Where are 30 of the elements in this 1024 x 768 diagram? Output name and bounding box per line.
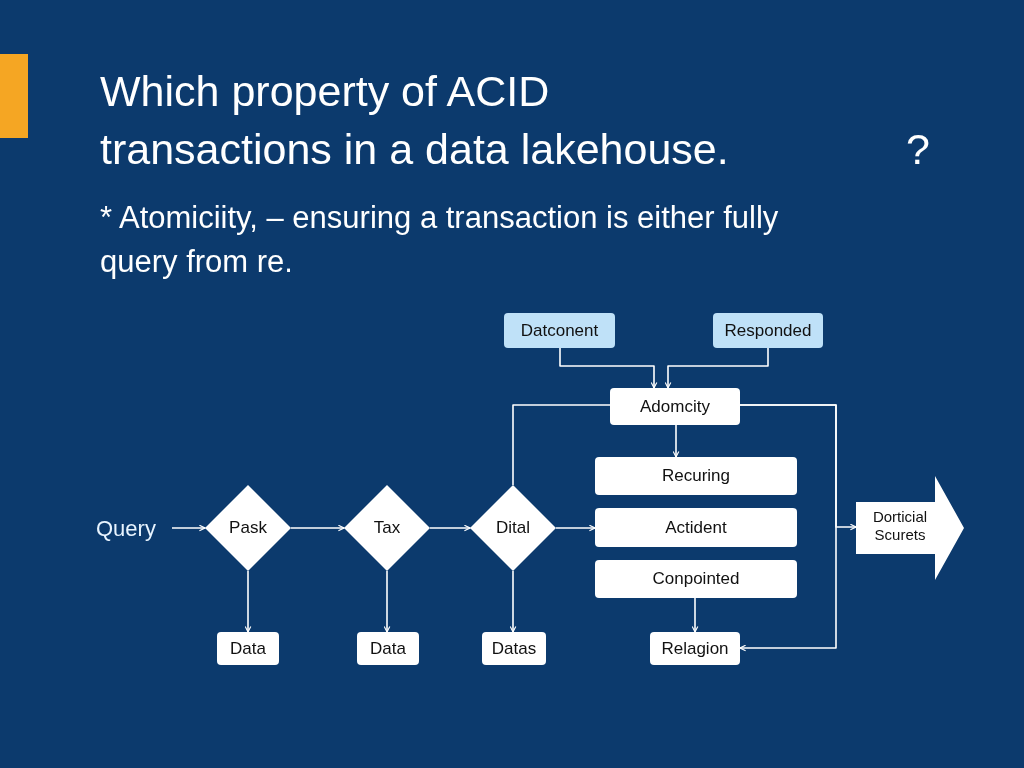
arrow [664, 347, 769, 389]
input-box: Responded [713, 313, 823, 348]
arrow [739, 404, 837, 652]
input-box: Datconent [504, 313, 615, 348]
process-box: Data [357, 632, 419, 665]
arrow [429, 524, 471, 532]
arrow [555, 524, 596, 532]
node-label: Query [96, 510, 172, 546]
process-box: Relagion [650, 632, 740, 665]
arrow [691, 597, 699, 633]
decision-diamond: Pask [205, 485, 291, 571]
process-box: Datas [482, 632, 546, 665]
arrow [672, 424, 680, 458]
process-box: Actident [595, 508, 797, 547]
arrow-shape: Dorticial Scurets [856, 476, 964, 580]
arrow [171, 524, 206, 532]
arrow [509, 570, 517, 633]
arrow [290, 524, 345, 532]
question-mark: ? [906, 124, 930, 175]
process-box: Data [217, 632, 279, 665]
process-box: Recuring [595, 457, 797, 495]
title: Which property of ACID transactions in a data lakehouse. [100, 66, 730, 175]
process-box: Adomcity [610, 388, 740, 425]
subtitle: * Atomiciity, – ensuring a transaction is either fully query from re. [100, 199, 780, 281]
arrow [244, 570, 252, 633]
decision-diamond: Dital [470, 485, 556, 571]
decision-diamond: Tax [344, 485, 430, 571]
arrow [559, 347, 658, 389]
arrow [383, 570, 391, 633]
process-box: Conpointed [595, 560, 797, 598]
